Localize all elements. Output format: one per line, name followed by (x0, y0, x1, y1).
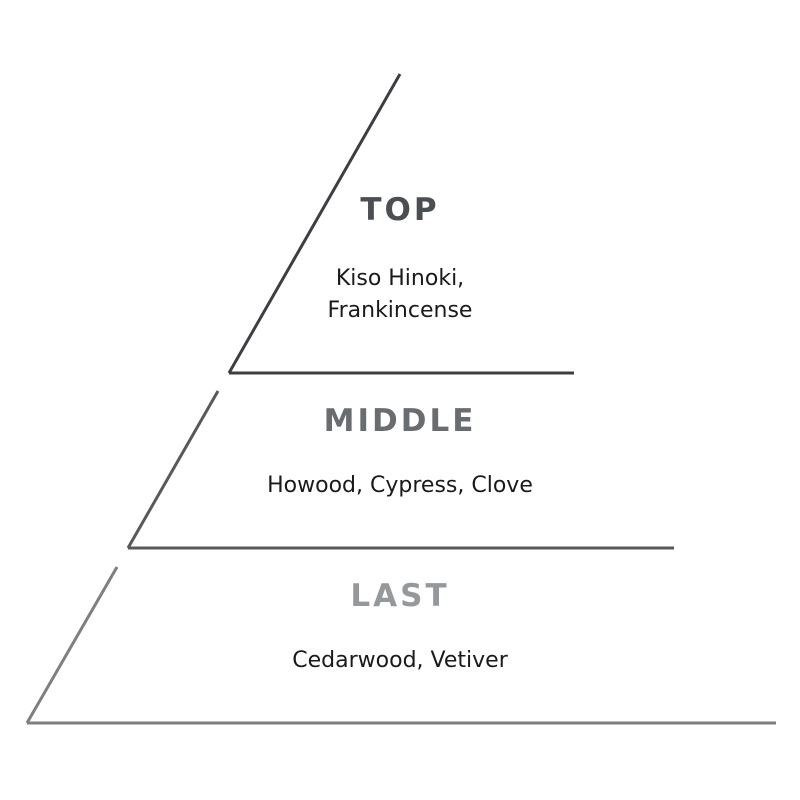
tier-top-notes: Kiso Hinoki, Frankincense (327, 266, 473, 323)
tier-middle-slope (126, 390, 220, 549)
tier-top-slope (227, 73, 402, 374)
tier-last-notes: Cedarwood, Vetiver (292, 648, 508, 673)
tier-top-title: TOP (360, 192, 440, 228)
tier-last-title: LAST (350, 578, 450, 614)
tier-top-outline (227, 73, 574, 375)
tier-last-outline (25, 566, 776, 725)
tier-middle-title: MIDDLE (323, 403, 477, 439)
tier-middle-outline (126, 390, 674, 550)
tier-middle-notes: Howood, Cypress, Clove (267, 473, 533, 498)
tier-last-slope (25, 566, 119, 724)
